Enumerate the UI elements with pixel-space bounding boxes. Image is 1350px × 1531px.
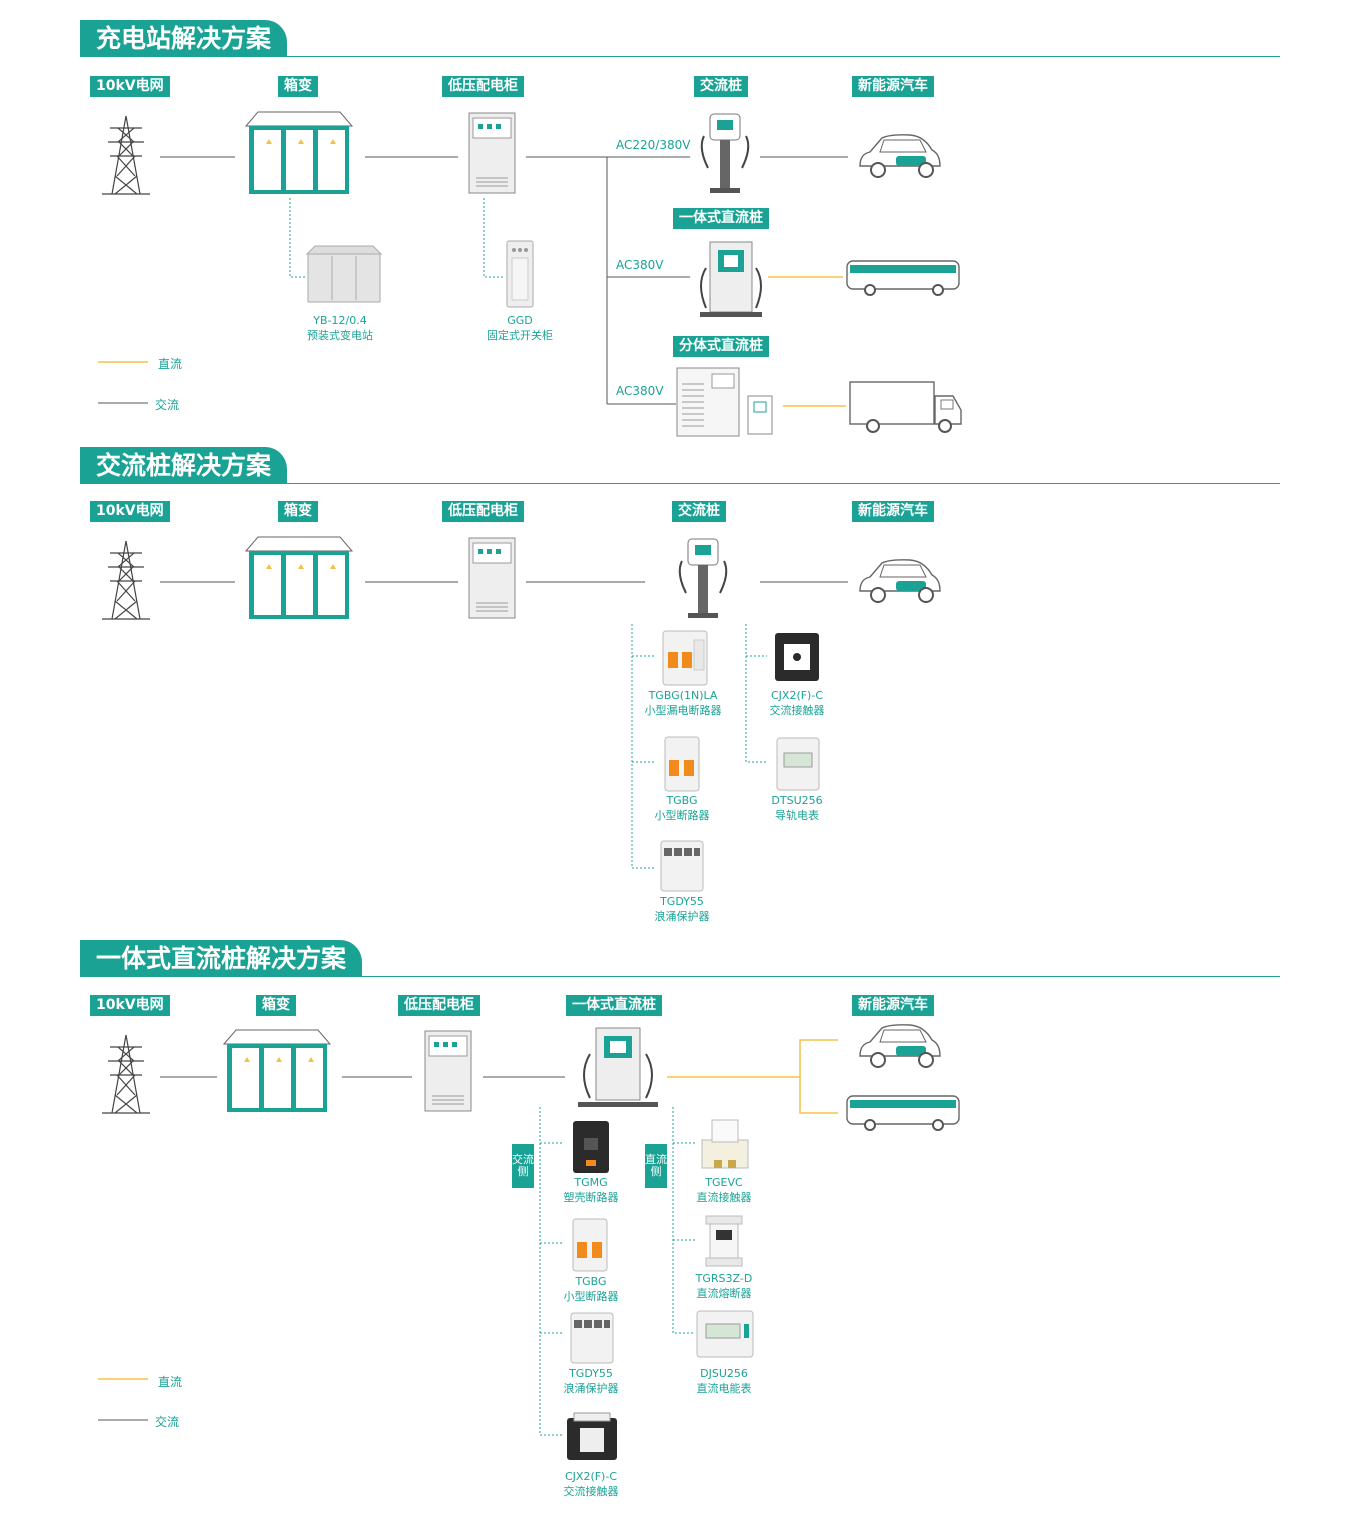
- rcbo-image: [662, 630, 708, 686]
- ggd-cabinet-image: [506, 240, 534, 308]
- tag-lv-cabinet: 低压配电柜: [442, 501, 524, 522]
- car-icon: [859, 1024, 941, 1068]
- tag-box-transformer: 箱变: [278, 501, 318, 522]
- mcb-image: [664, 736, 700, 792]
- tag-ac-pile: 交流桩: [672, 501, 726, 522]
- lv-cabinet-icon: [468, 112, 516, 194]
- integrated-dc-pile-icon: [700, 241, 762, 317]
- box-transformer-icon: [244, 111, 354, 194]
- voltage-label: AC220/380V: [616, 138, 691, 152]
- tag-split-dc-pile: 分体式直流桩: [673, 336, 769, 357]
- bus-icon: [846, 260, 960, 296]
- ac-charging-pile-icon: [700, 113, 750, 193]
- tag-nev: 新能源汽车: [852, 501, 934, 522]
- mcb-image: [572, 1218, 608, 1272]
- power-tower-icon: [102, 540, 150, 620]
- split-dc-pile-icon: [676, 367, 773, 437]
- ac-charging-pile-icon: [678, 538, 728, 618]
- tag-ac-pile: 交流桩: [694, 76, 748, 97]
- voltage-label: AC380V: [616, 258, 664, 272]
- legend-dc-label: 直流: [158, 1375, 183, 1389]
- tag-box-transformer: 箱变: [278, 76, 318, 97]
- box-transformer-icon: [244, 536, 354, 619]
- tag-integrated-dc-pile: 一体式直流桩: [673, 208, 769, 229]
- din-rail-meter-image: [776, 737, 820, 791]
- legend-dc-label: 直流: [158, 357, 183, 371]
- prefab-substation-image: [305, 245, 383, 303]
- legend-ac-label: 交流: [155, 398, 180, 412]
- dc-energy-meter-image: [696, 1310, 754, 1358]
- tag-box-transformer: 箱变: [256, 995, 296, 1016]
- dc-fuse-image: [705, 1215, 743, 1267]
- car-icon: [859, 559, 941, 603]
- tag-grid: 10kV电网: [90, 76, 170, 97]
- tag-lv-cabinet: 低压配电柜: [442, 76, 524, 97]
- legend-ac-label: 交流: [155, 1415, 180, 1429]
- tag-lv-cabinet: 低压配电柜: [398, 995, 480, 1016]
- lv-cabinet-icon: [424, 1030, 472, 1112]
- tag-grid: 10kV电网: [90, 501, 170, 522]
- tag-nev: 新能源汽车: [852, 995, 934, 1016]
- power-tower-icon: [102, 1034, 150, 1114]
- ac-contactor-image: [567, 1412, 617, 1460]
- section-divider: [80, 976, 1280, 977]
- voltage-label: AC380V: [616, 384, 664, 398]
- section-divider: [80, 483, 1280, 484]
- bus-icon: [846, 1095, 960, 1131]
- truck-icon: [849, 381, 962, 433]
- tag-nev: 新能源汽车: [852, 76, 934, 97]
- ac-contactor-image: [775, 633, 819, 681]
- ac-side-label: 交流侧: [512, 1144, 534, 1188]
- car-icon: [859, 134, 941, 178]
- integrated-dc-pile-icon: [578, 1027, 658, 1107]
- surge-protector-image: [660, 840, 704, 892]
- section-divider: [80, 56, 1280, 57]
- tag-grid: 10kV电网: [90, 995, 170, 1016]
- surge-protector-image: [570, 1312, 614, 1364]
- tag-integrated-dc-pile: 一体式直流桩: [566, 995, 662, 1016]
- power-tower-icon: [102, 115, 150, 195]
- dc-side-label: 直流侧: [645, 1144, 667, 1188]
- lv-cabinet-icon: [468, 537, 516, 619]
- dc-contactor-image: [701, 1119, 749, 1169]
- box-transformer-icon: [222, 1029, 332, 1112]
- section-title-integrated-dc-pile: 一体式直流桩解决方案: [80, 940, 363, 977]
- mccb-image: [573, 1121, 609, 1173]
- section-title-charging-station: 充电站解决方案: [80, 20, 288, 57]
- section-title-ac-pile: 交流桩解决方案: [80, 447, 288, 484]
